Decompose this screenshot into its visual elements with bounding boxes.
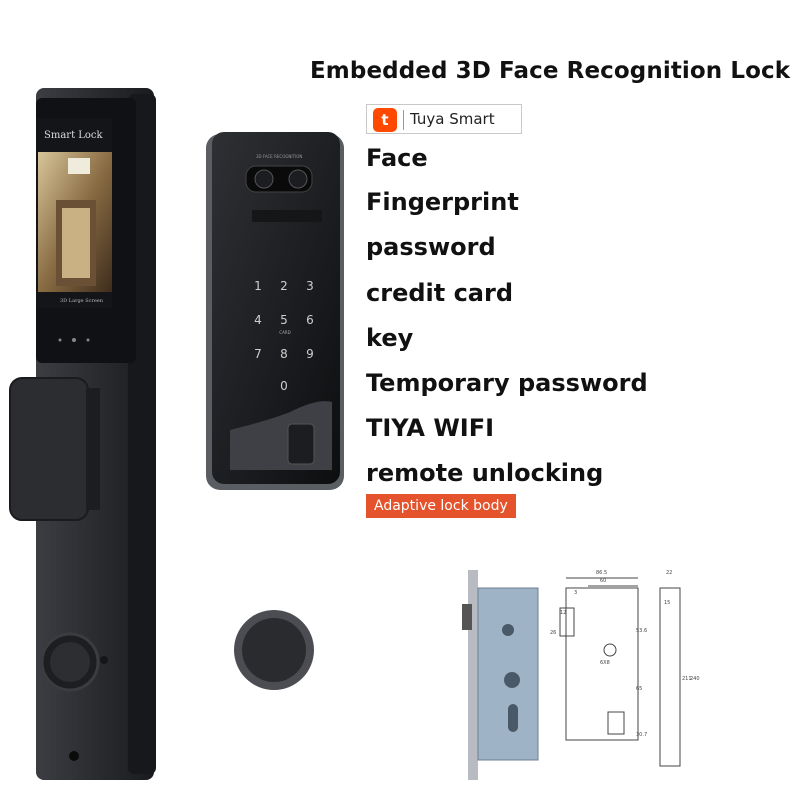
key-6: 6 xyxy=(306,313,314,327)
key-8: 8 xyxy=(280,347,288,361)
lock-display-screen: Smart Lock 3D Large Screen xyxy=(36,118,112,342)
dim-top-2: 60 xyxy=(600,578,606,584)
tuya-logo-icon: t xyxy=(373,108,397,132)
key-5: 5 xyxy=(280,313,288,327)
feature-credit-card: credit card xyxy=(366,279,514,307)
lock-body-part xyxy=(462,570,539,780)
key-7: 7 xyxy=(254,347,262,361)
dim-center: 6X8 xyxy=(600,660,610,666)
dim-side-2: 15 xyxy=(664,600,670,606)
feature-face: Face xyxy=(366,144,428,172)
dim-left-2: 26 xyxy=(550,630,556,636)
lock-body-diagram xyxy=(559,577,681,767)
dim-left-1: 12 xyxy=(560,610,566,616)
key-0: 0 xyxy=(280,379,288,393)
keypad-header: 3D FACE RECOGNITION xyxy=(256,154,302,159)
badge-divider xyxy=(403,110,404,130)
dim-side-1: 22 xyxy=(666,570,672,576)
feature-wifi: TIYA WIFI xyxy=(366,414,495,442)
key-2: 2 xyxy=(280,279,288,293)
key-4: 4 xyxy=(254,313,262,327)
key-3: 3 xyxy=(306,279,314,293)
lock-handle xyxy=(9,377,100,521)
dim-right-3: 30.7 xyxy=(636,732,647,738)
brand-name: Tuya Smart xyxy=(410,110,495,128)
screen-caption: 3D Large Screen xyxy=(60,298,104,304)
round-knob-accessory xyxy=(234,610,314,690)
key-1: 1 xyxy=(254,279,262,293)
tuya-smart-badge: t Tuya Smart xyxy=(366,104,522,134)
screen-brand: Smart Lock xyxy=(44,130,104,141)
dim-side-3: 211 xyxy=(682,676,692,682)
card-label: CARD xyxy=(279,330,290,335)
dim-side-4: 240 xyxy=(690,676,700,682)
keypad-panel: 3D FACE RECOGNITION 1 2 3 4 5 6 7 8 9 0 … xyxy=(206,132,344,490)
dim-right-1: 53.6 xyxy=(636,628,647,634)
dim-right-2: 65 xyxy=(636,686,642,692)
dim-top-1: 86.5 xyxy=(596,570,607,576)
feature-key: key xyxy=(366,324,414,352)
dim-top-3: 3 xyxy=(574,590,577,596)
feature-remote-unlocking: remote unlocking xyxy=(366,459,604,487)
feature-fingerprint: Fingerprint xyxy=(366,188,519,216)
adaptive-lock-body-badge: Adaptive lock body xyxy=(366,494,516,518)
key-9: 9 xyxy=(306,347,314,361)
page-title: Embedded 3D Face Recognition Lock xyxy=(310,58,791,84)
feature-password: password xyxy=(366,233,496,261)
feature-temporary-password: Temporary password xyxy=(366,369,648,397)
lock-knob xyxy=(40,632,108,761)
